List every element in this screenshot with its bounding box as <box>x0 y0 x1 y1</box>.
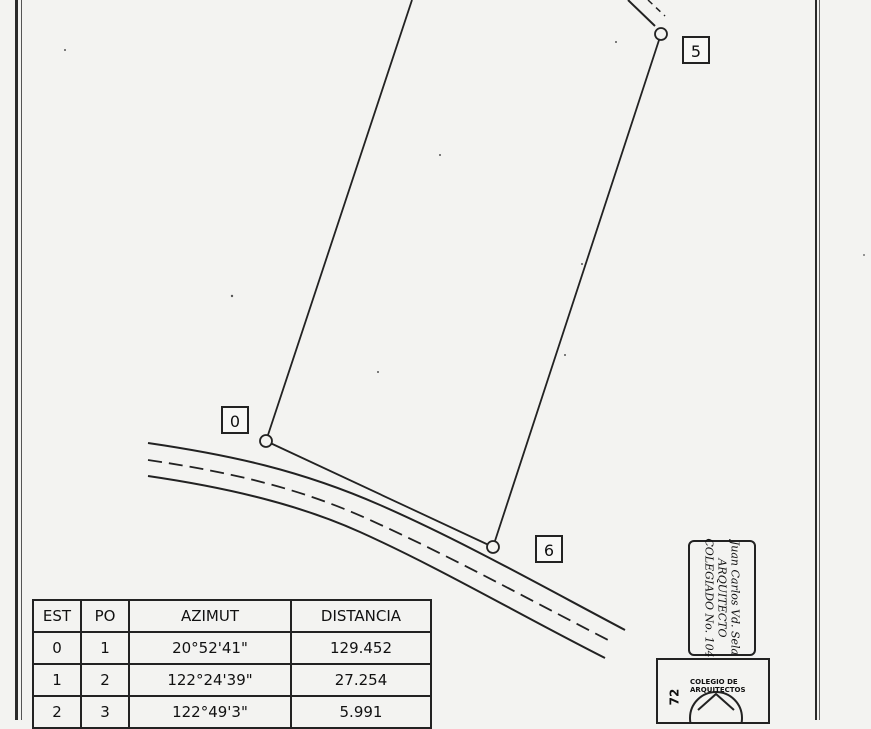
column-header-distancia: DISTANCIA <box>290 599 432 633</box>
stamp-architect-title: ARQUITECTO <box>715 558 729 638</box>
vertex-0-marker <box>259 434 273 448</box>
cell-po: 3 <box>80 695 130 729</box>
point-label-0: 0 <box>221 406 249 434</box>
sheet-border-left <box>15 0 18 720</box>
boundary-5-6 <box>492 33 662 548</box>
table-row: 1 2 122°24'39" 27.254 <box>32 663 432 697</box>
road-fragment-top <box>627 0 656 27</box>
sheet-border-left-inner <box>21 0 22 720</box>
cell-distancia: 129.452 <box>290 631 432 665</box>
scan-speck <box>564 354 566 356</box>
column-header-po: PO <box>80 599 130 633</box>
college-seal-text: COLEGIO DE ARQUITECTOS <box>690 678 746 694</box>
boundary-0-6 <box>265 440 494 548</box>
scan-speck <box>64 49 66 51</box>
cell-azimut: 20°52'41" <box>128 631 292 665</box>
column-header-est: EST <box>32 599 82 633</box>
scan-speck <box>863 254 865 256</box>
college-seal-line2: ARQUITECTOS <box>690 686 746 694</box>
sheet-border-right-inner <box>819 0 820 720</box>
stamp-architect-number: COLEGIADO No. 104 <box>702 538 716 658</box>
table-row: 0 1 20°52'41" 129.452 <box>32 631 432 665</box>
scan-speck <box>377 371 379 373</box>
road-fragment-top-2 <box>647 0 666 17</box>
cell-est: 1 <box>32 663 82 697</box>
point-label-5: 5 <box>682 36 710 64</box>
scan-speck <box>615 41 617 43</box>
college-seal-emblem <box>689 691 743 722</box>
sheet-border-right <box>815 0 817 720</box>
scan-speck <box>230 294 234 298</box>
stamp-number: 72 <box>667 688 682 706</box>
cell-est: 2 <box>32 695 82 729</box>
stamp-architect-name: Juan Carlos Vd. Sela <box>728 540 742 656</box>
vertex-5-marker <box>654 27 668 41</box>
architect-stamp: Juan Carlos Vd. Sela ARQUITECTO COLEGIAD… <box>688 538 756 658</box>
table-header-row: EST PO AZIMUT DISTANCIA <box>32 599 432 633</box>
column-header-azimut: AZIMUT <box>128 599 292 633</box>
road-edge-top <box>147 442 626 631</box>
road-edge-bottom <box>147 475 606 659</box>
cell-est: 0 <box>32 631 82 665</box>
boundary-0-1 <box>265 0 413 442</box>
cell-po: 2 <box>80 663 130 697</box>
cell-distancia: 5.991 <box>290 695 432 729</box>
azimuth-distance-table: EST PO AZIMUT DISTANCIA 0 1 20°52'41" 12… <box>32 599 432 729</box>
cell-distancia: 27.254 <box>290 663 432 697</box>
architect-stamp-text: Juan Carlos Vd. Sela ARQUITECTO COLEGIAD… <box>703 538 742 657</box>
scan-speck <box>439 154 441 156</box>
vertex-6-marker <box>486 540 500 554</box>
cell-po: 1 <box>80 631 130 665</box>
scan-speck <box>581 263 583 265</box>
college-seal-line1: COLEGIO DE <box>690 678 738 686</box>
table-row: 2 3 122°49'3" 5.991 <box>32 695 432 729</box>
cell-azimut: 122°24'39" <box>128 663 292 697</box>
cell-azimut: 122°49'3" <box>128 695 292 729</box>
point-label-6: 6 <box>535 535 563 563</box>
